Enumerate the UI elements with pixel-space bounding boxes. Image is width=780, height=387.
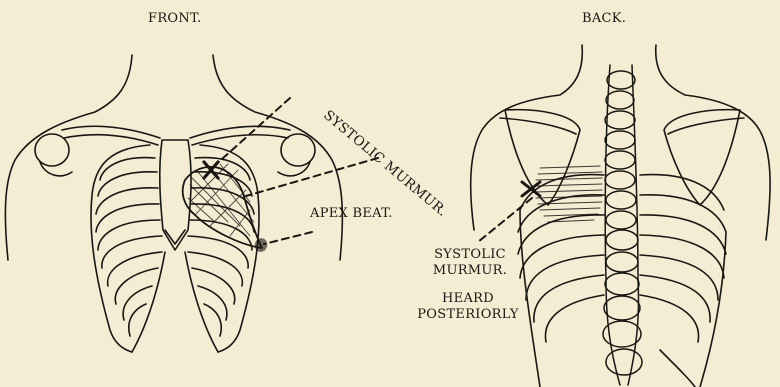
apex-beat-label: APEX BEAT. xyxy=(310,207,393,221)
heard-line2: POSTERIORLY xyxy=(408,308,528,322)
systolic-murmur-back-line1: SYSTOLIC xyxy=(420,248,520,262)
heard-posteriorly-label: HEARD POSTERIORLY xyxy=(408,292,528,321)
systolic-murmur-back-label: SYSTOLIC MURMUR. xyxy=(420,248,520,277)
back-torso xyxy=(471,45,770,387)
systolic-murmur-back-line2: MURMUR. xyxy=(420,264,520,278)
heard-line1: HEARD xyxy=(408,292,528,306)
back-panel-title: BACK. xyxy=(582,12,626,26)
front-torso xyxy=(5,55,378,352)
front-panel-title: FRONT. xyxy=(148,12,202,26)
